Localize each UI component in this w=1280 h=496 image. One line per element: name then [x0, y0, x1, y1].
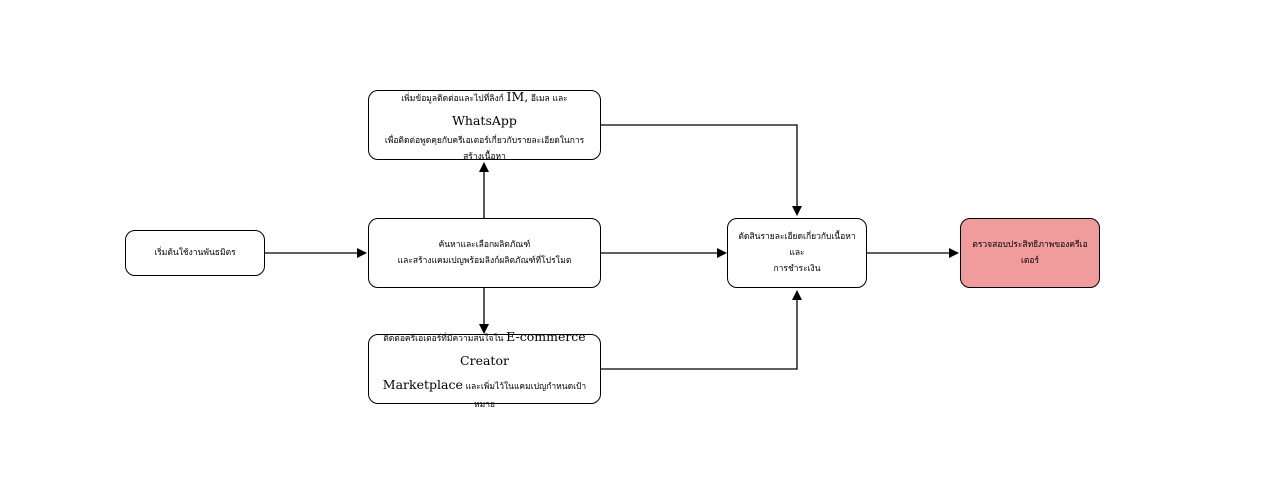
node-end-line2: เตอร์	[1020, 256, 1040, 266]
node-merge-line2: การชำระเงิน	[773, 264, 821, 275]
node-bottom: ติดต่อครีเอเตอร์ที่มีความสนใจใน E-commer…	[368, 329, 601, 410]
node-center-line2: และสร้างแคมเปญพร้อมลิงก์ผลิตภัณฑ์ที่โปรโ…	[397, 256, 572, 266]
node-bottom-line1: ติดต่อครีเอเตอร์ที่มีความสนใจใน E-commer…	[383, 329, 586, 369]
node-merge: ตัดสินรายละเอียดเกี่ยวกับเนื้อหาและ การช…	[727, 218, 867, 288]
node-bottom-line2: Marketplace และเพิ่มไว้ในแคมเปญกำหนดเป้า…	[382, 376, 587, 410]
node-end-line1: ตรวจสอบประสิทธิภาพของครีเอ	[972, 239, 1088, 250]
node-top: เพิ่มข้อมูลติดต่อและไปที่ลิงก์ IM, อีเมล…	[368, 89, 601, 162]
node-start: เริ่มต้นใช้งานพันธมิตร	[125, 230, 265, 276]
arrow-bottom-to-merge	[601, 290, 802, 370]
arrow-top-to-merge	[601, 124, 802, 216]
node-merge-line1: ตัดสินรายละเอียดเกี่ยวกับเนื้อหาและ	[738, 231, 856, 258]
node-start-label: เริ่มต้นใช้งานพันธมิตร	[154, 247, 236, 258]
node-top-line2: เพื่อติดต่อพูดคุยกับครีเอเตอร์เกี่ยวกับร…	[384, 135, 585, 162]
node-end: ตรวจสอบประสิทธิภาพของครีเอ เตอร์	[960, 218, 1100, 288]
node-center: ค้นหาและเลือกผลิตภัณฑ์ และสร้างแคมเปญพร้…	[368, 218, 601, 288]
node-top-line1: เพิ่มข้อมูลติดต่อและไปที่ลิงก์ IM, อีเมล…	[401, 89, 568, 128]
node-center-line1: ค้นหาและเลือกผลิตภัณฑ์	[438, 239, 531, 250]
